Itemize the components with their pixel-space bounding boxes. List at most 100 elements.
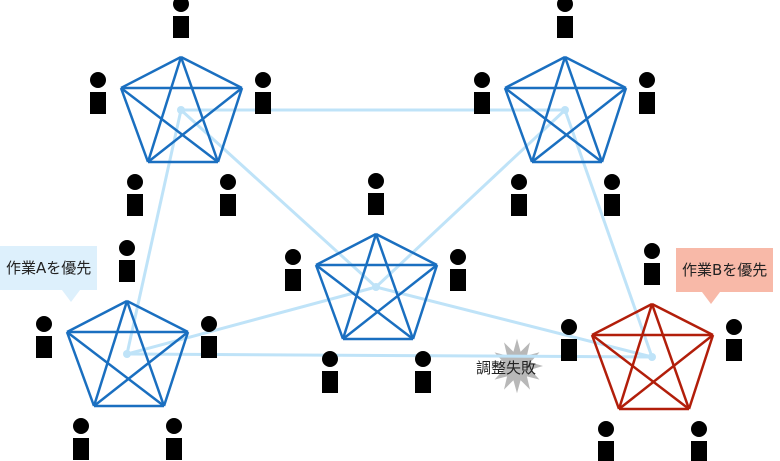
person-head-icon [557, 0, 573, 12]
team-edge [600, 87, 628, 163]
team-edge [65, 331, 96, 407]
team-edge [216, 87, 244, 163]
team-hub [648, 353, 656, 361]
team-edge [504, 55, 566, 90]
coordination-failure-label: 調整失敗 [476, 359, 537, 377]
person-head-icon [644, 243, 660, 259]
person-head-icon [598, 421, 614, 437]
team-edge [617, 303, 654, 410]
team-edge [92, 300, 129, 407]
team-edge [374, 233, 415, 340]
person-body-icon [201, 336, 217, 358]
team-edge [590, 334, 621, 410]
team-edge [375, 232, 438, 267]
team-edge [147, 87, 243, 163]
callout-priority-b: 作業Bを優先 [676, 248, 774, 304]
team-edge [93, 331, 189, 407]
person-body-icon [166, 438, 182, 460]
person-head-icon [90, 72, 106, 88]
team-edge [315, 232, 377, 267]
team-edge [125, 300, 166, 407]
person-head-icon [255, 72, 271, 88]
person-body-icon [220, 194, 236, 216]
person-body-icon [474, 92, 490, 114]
team-edge [146, 56, 183, 163]
person-head-icon [561, 319, 577, 335]
person-head-icon [474, 72, 490, 88]
person-head-icon [639, 72, 655, 88]
team-edge [342, 264, 438, 340]
person-body-icon [127, 194, 143, 216]
person-body-icon [598, 441, 614, 461]
person-head-icon [511, 174, 527, 190]
person-body-icon [255, 92, 271, 114]
team-edge [66, 299, 128, 334]
person-head-icon [322, 351, 338, 367]
person-head-icon [201, 316, 217, 332]
person-head-icon [73, 418, 89, 434]
team-edge [503, 87, 534, 163]
person-body-icon [73, 438, 89, 460]
team-edge [315, 264, 414, 340]
person-body-icon [450, 269, 466, 291]
callout-priority-a: 作業Aを優先 [0, 246, 98, 302]
team-hub [372, 283, 380, 291]
team-link [126, 285, 377, 356]
team-edge [651, 302, 714, 337]
person-head-icon [691, 421, 707, 437]
person-body-icon [119, 260, 135, 282]
team-edge [120, 87, 219, 163]
person-body-icon [604, 194, 620, 216]
team-edge [119, 87, 150, 163]
person-head-icon [285, 249, 301, 265]
person-body-icon [322, 371, 338, 393]
person-body-icon [639, 92, 655, 114]
team-edge [180, 55, 243, 90]
team-edge [531, 87, 627, 163]
team-edge [687, 334, 715, 410]
person-head-icon [166, 418, 182, 434]
team-edge [618, 334, 714, 410]
team-edge [563, 56, 604, 163]
team-edge [126, 299, 189, 334]
person-head-icon [726, 319, 742, 335]
person-head-icon [368, 173, 384, 189]
person-head-icon [173, 0, 189, 12]
team-edge [66, 331, 165, 407]
person-body-icon [557, 16, 573, 38]
person-body-icon [644, 263, 660, 285]
team-link [179, 108, 378, 289]
team-hub [177, 106, 185, 114]
team-edge [411, 264, 439, 340]
team-edge [162, 331, 190, 407]
person-head-icon [220, 174, 236, 190]
person-head-icon [415, 351, 431, 367]
team-hub [561, 106, 569, 114]
team-edge [564, 55, 627, 90]
team-edge [179, 56, 220, 163]
team-link [374, 108, 567, 289]
person-body-icon [90, 92, 106, 114]
person-body-icon [285, 269, 301, 291]
person-body-icon [36, 336, 52, 358]
person-head-icon [36, 316, 52, 332]
team-edge [341, 233, 378, 340]
team-edge [504, 87, 603, 163]
person-body-icon [691, 441, 707, 461]
person-body-icon [173, 16, 189, 38]
person-body-icon [368, 193, 384, 215]
team-edge [120, 55, 182, 90]
person-body-icon [561, 339, 577, 361]
team-edge [650, 303, 691, 410]
person-body-icon [415, 371, 431, 393]
person-head-icon [604, 174, 620, 190]
person-body-icon [726, 339, 742, 361]
team-link [563, 109, 654, 358]
team-edge [591, 302, 653, 337]
person-head-icon [450, 249, 466, 265]
team-hub [123, 350, 131, 358]
team-edge [314, 264, 345, 340]
burst-icon [491, 338, 543, 394]
